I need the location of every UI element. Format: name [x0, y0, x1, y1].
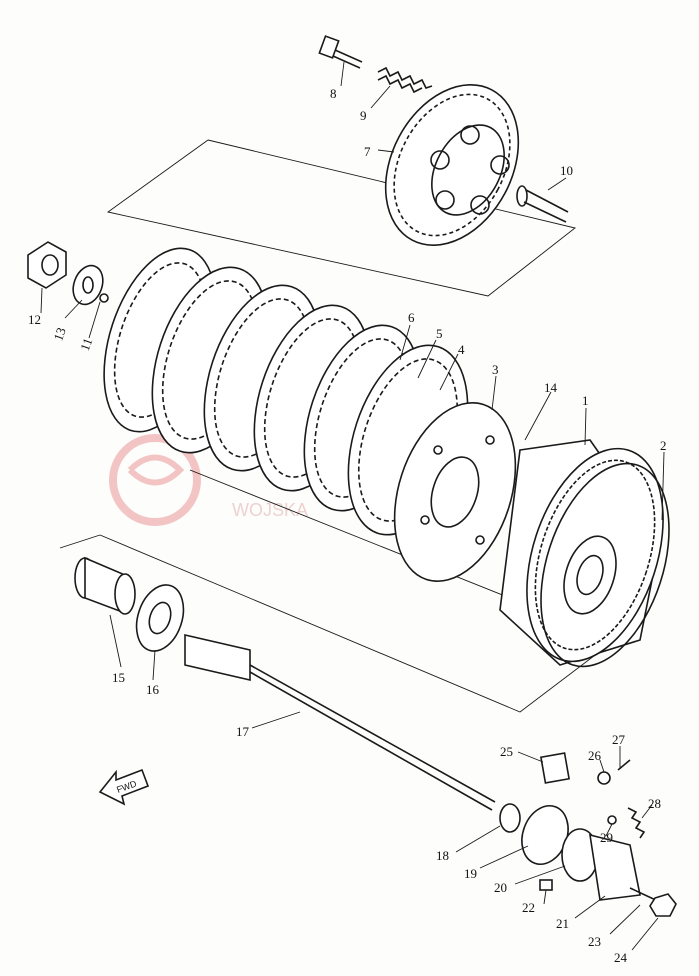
callout-22: 22 [522, 900, 535, 915]
thrust-washer [135, 584, 185, 652]
push-rod [516, 185, 569, 223]
o-ring [540, 462, 670, 668]
callout-24: 24 [614, 950, 628, 965]
callout-20: 20 [494, 880, 507, 895]
nut [27, 241, 67, 289]
callout-labels: 1 2 3 4 5 6 7 8 9 10 11 12 13 14 15 16 1… [28, 86, 667, 965]
pressure-plate [384, 84, 520, 246]
watermark-text: WOJSKA [232, 500, 308, 520]
callout-13: 13 [50, 325, 69, 342]
callout-14: 14 [544, 380, 558, 395]
lock-washer [72, 264, 104, 306]
forward-arrow: FWD [98, 768, 150, 806]
callout-2: 2 [660, 438, 667, 453]
callout-18: 18 [436, 848, 449, 863]
callout-6: 6 [408, 310, 415, 325]
callout-12: 12 [28, 312, 41, 327]
watermark-logo: WOJSKA [109, 434, 308, 526]
callout-29: 29 [600, 830, 613, 845]
clutch-boss [393, 402, 517, 582]
callout-25: 25 [500, 744, 513, 759]
clutch-plates-stack [103, 247, 469, 536]
push-rod-long [184, 633, 496, 811]
spacer [74, 556, 136, 615]
callout-19: 19 [464, 866, 477, 881]
callout-28: 28 [648, 796, 661, 811]
callout-27: 27 [612, 732, 626, 747]
clutch-spring [377, 66, 433, 94]
callout-11: 11 [77, 336, 95, 353]
callout-8: 8 [330, 86, 337, 101]
callout-5: 5 [436, 326, 443, 341]
callout-23: 23 [588, 934, 601, 949]
ball [99, 293, 109, 303]
callout-1: 1 [582, 393, 589, 408]
bolt [318, 35, 363, 69]
callout-10: 10 [560, 163, 573, 178]
callout-4: 4 [458, 342, 465, 357]
callout-16: 16 [146, 682, 160, 697]
callout-3: 3 [492, 362, 499, 377]
callout-9: 9 [360, 108, 367, 123]
callout-17: 17 [236, 724, 250, 739]
callout-15: 15 [112, 670, 125, 685]
release-mechanism [499, 752, 677, 917]
clutch-housing [499, 439, 664, 666]
callout-26: 26 [588, 748, 602, 763]
leader-lines [40, 61, 665, 951]
callout-21: 21 [556, 916, 569, 931]
callout-7: 7 [364, 144, 371, 159]
